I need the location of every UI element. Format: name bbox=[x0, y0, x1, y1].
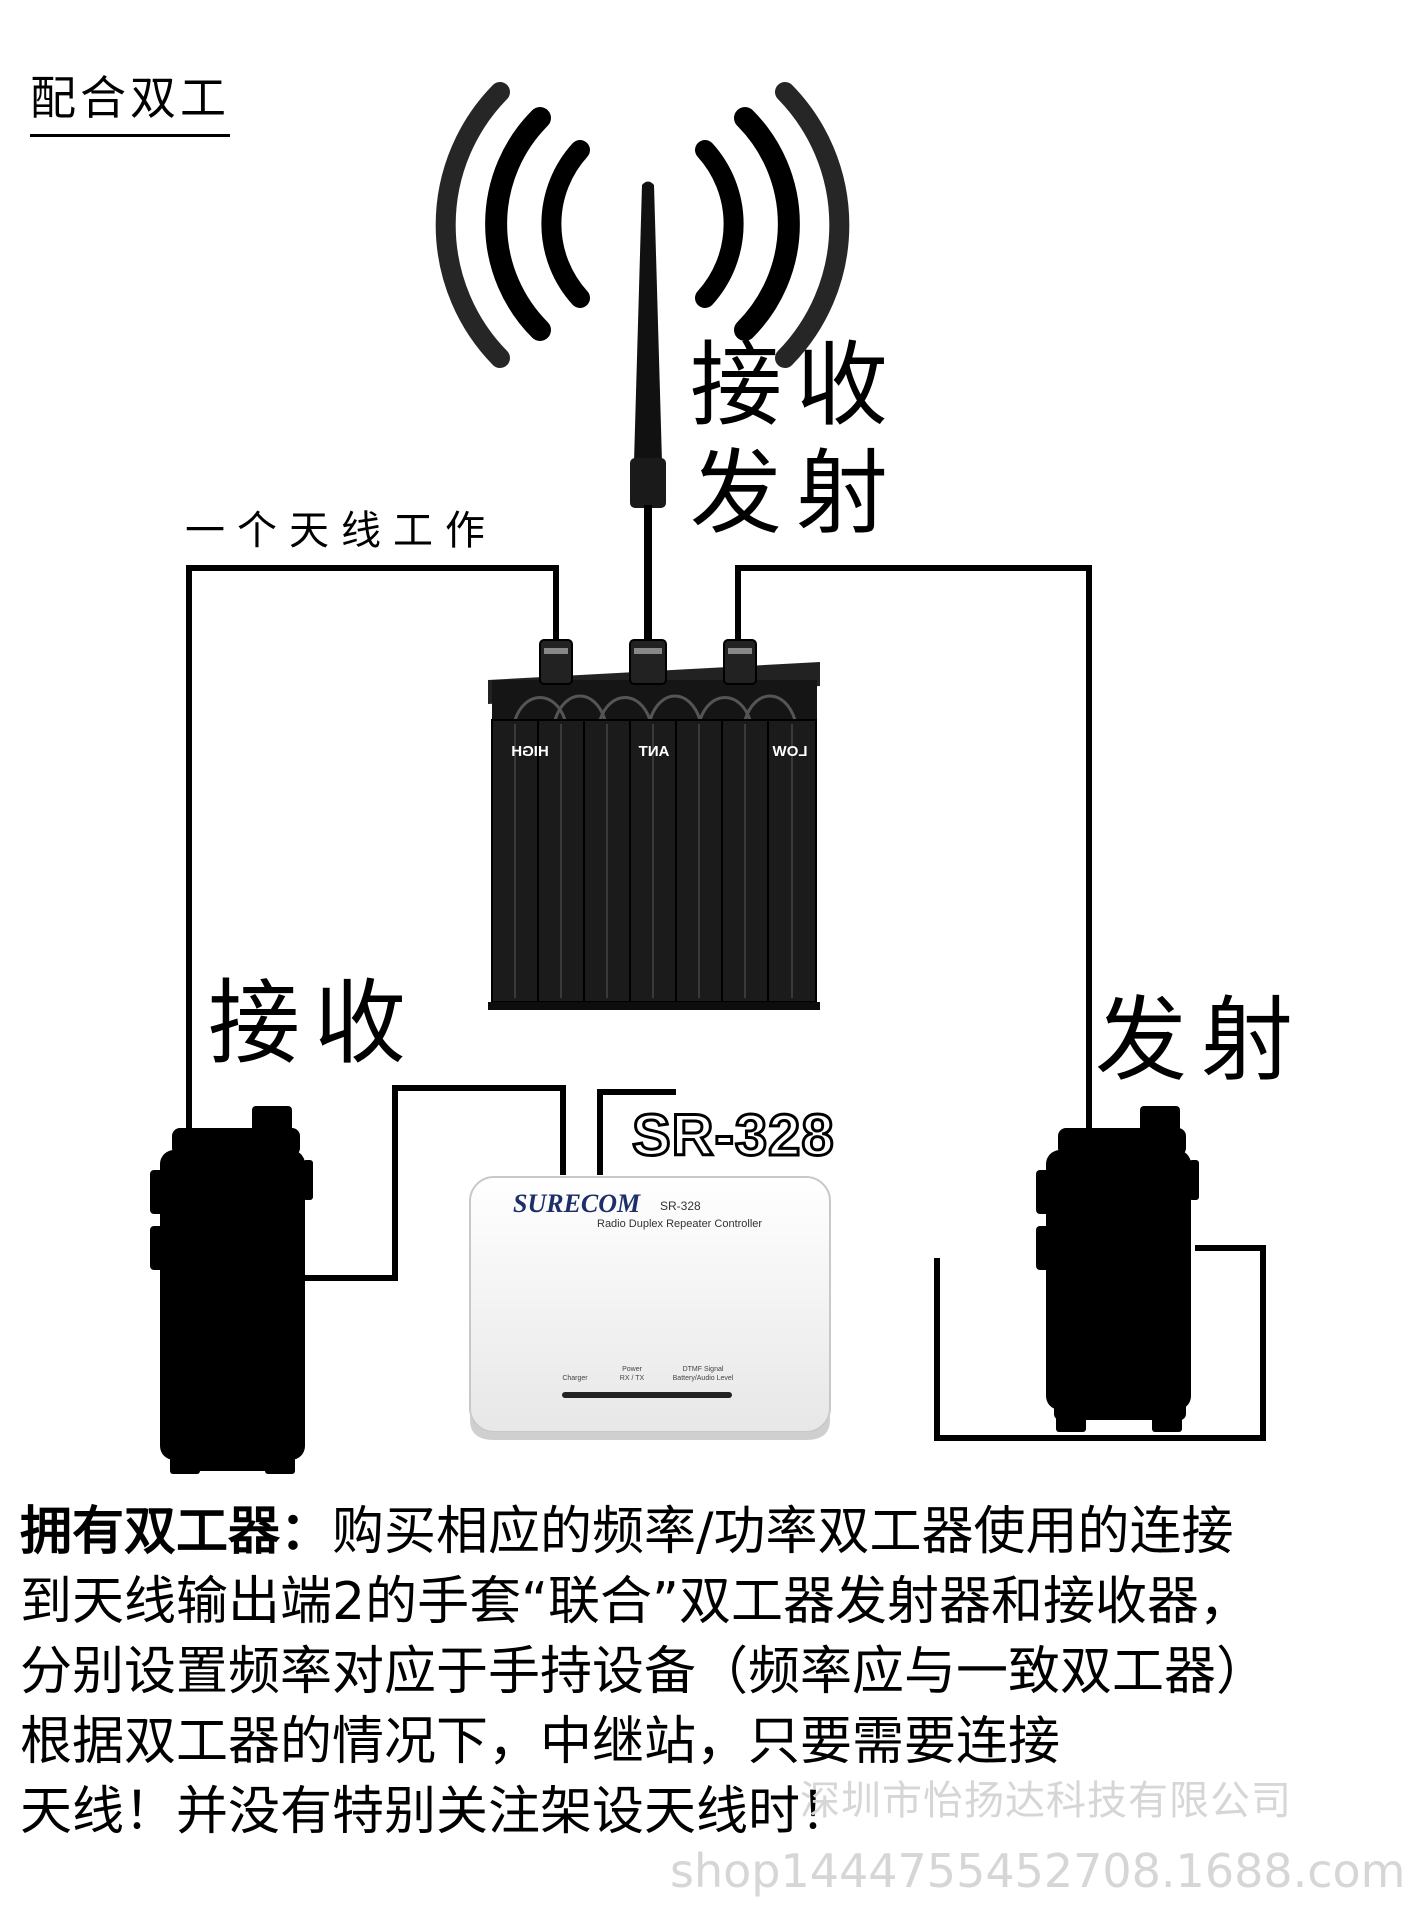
radio-waves-icon bbox=[435, 82, 850, 368]
left-radio-label: 接收 bbox=[208, 970, 421, 1077]
description-line-1: 拥有双工器：购买相应的频率/功率双工器使用的连接 bbox=[20, 1497, 1340, 1567]
controller-model-label: SR-328 bbox=[631, 1102, 836, 1170]
port-label-low: LOW bbox=[772, 743, 808, 760]
description-line-2: 到天线输出端2的手套“联合”双工器发射器和接收器， bbox=[20, 1572, 1251, 1632]
antenna-label-transmit: 发射 bbox=[690, 440, 903, 547]
description-line-5: 天线！并没有特别关注架设天线时！ bbox=[20, 1782, 853, 1842]
indicator-dtmf-label: DTMF Signal bbox=[683, 1366, 724, 1373]
duplex-diagram: HIGH ANT LOW bbox=[20, 62, 1405, 1898]
duplexer-port-labels: HIGH ANT LOW bbox=[511, 743, 807, 760]
controller-model-small: SR-328 bbox=[660, 1199, 701, 1213]
watermark-company: 深圳市怡扬达科技有限公司 bbox=[800, 1778, 1292, 1824]
one-antenna-caption: 一个天线工作 bbox=[185, 508, 497, 554]
right-radio-icon bbox=[1036, 1106, 1199, 1432]
controller-box-icon: SURECOM SR-328 Radio Duplex Repeater Con… bbox=[469, 1176, 831, 1440]
port-label-ant: ANT bbox=[639, 743, 670, 760]
diagram-graphics: HIGH ANT LOW bbox=[150, 82, 1266, 1474]
watermark-url: shop1444755452708.1688.com bbox=[670, 1844, 1405, 1898]
antenna-icon bbox=[630, 181, 666, 645]
left-radio-icon bbox=[150, 1106, 313, 1474]
cables bbox=[186, 565, 1266, 1441]
indicator-charger-label: Charger bbox=[562, 1375, 588, 1382]
antenna-label-receive: 接收 bbox=[690, 332, 903, 439]
description-line-3: 分别设置频率对应于手持设备（频率应与一致双工器） bbox=[20, 1642, 1269, 1702]
diagram-title: 配合双工 bbox=[30, 62, 230, 137]
controller-brand: SURECOM bbox=[513, 1189, 641, 1218]
description-line-1-text: 购买相应的频率/功率双工器使用的连接 bbox=[332, 1502, 1234, 1562]
indicator-rxtx-label: RX / TX bbox=[620, 1375, 645, 1382]
indicator-power-label: Power bbox=[622, 1366, 643, 1373]
description-paragraph: 拥有双工器：购买相应的频率/功率双工器使用的连接 到天线输出端2的手套“联合”双… bbox=[20, 1497, 1340, 1847]
controller-subtitle: Radio Duplex Repeater Controller bbox=[597, 1218, 762, 1230]
right-radio-label: 发射 bbox=[1095, 987, 1308, 1094]
description-line-4: 根据双工器的情况下，中继站，只要需要连接 bbox=[20, 1712, 1061, 1772]
duplexer-icon bbox=[488, 639, 820, 1010]
description-bold-lead: 拥有双工器： bbox=[20, 1502, 333, 1562]
indicator-battery-label: Battery/Audio Level bbox=[673, 1375, 734, 1382]
port-label-high: HIGH bbox=[511, 743, 549, 760]
